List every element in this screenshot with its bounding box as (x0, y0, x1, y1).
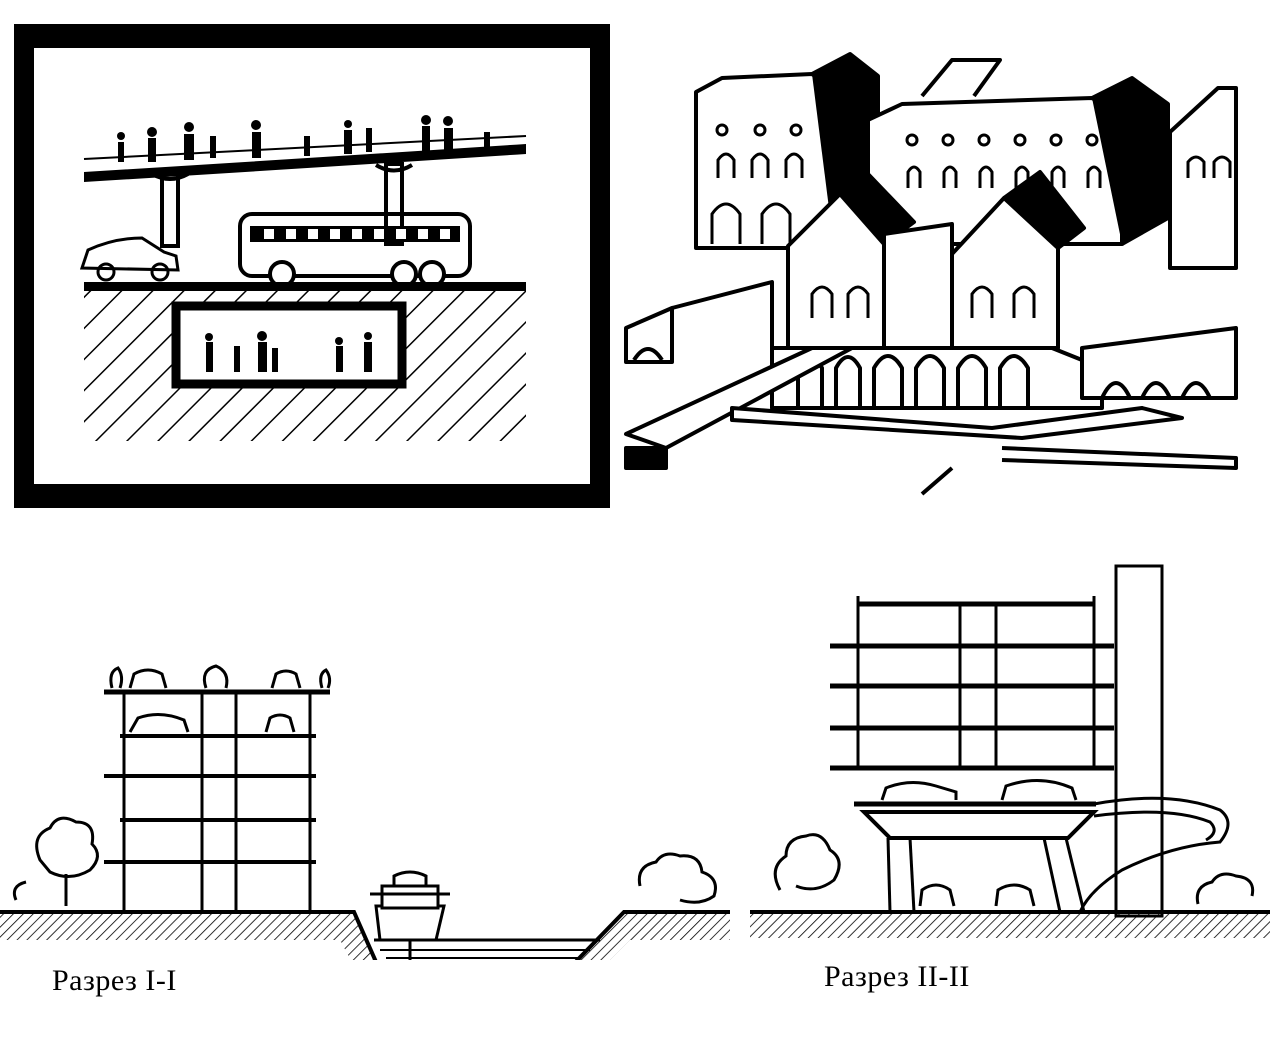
car-icon (79, 236, 180, 282)
pedestrian-deck (83, 135, 527, 248)
tree-left (773, 833, 841, 891)
ground-section-2 (750, 910, 1270, 938)
central-houses (786, 170, 1086, 350)
ground-cars (918, 883, 1036, 907)
building-left-wing (624, 280, 774, 364)
street-level (84, 282, 526, 291)
roof-cars (109, 664, 332, 733)
tree-right (637, 852, 717, 904)
street-slab (624, 346, 1238, 496)
section-2-caption: Разрез II-II (824, 960, 970, 993)
city-block-axonometry (624, 52, 1238, 496)
ground-and-canal (0, 910, 730, 960)
building-windows (710, 123, 1232, 318)
section-1-diagram (0, 664, 730, 960)
tree-right (1195, 872, 1255, 905)
bus-icon (238, 212, 472, 288)
underground-passage (171, 301, 407, 389)
tree-left (12, 816, 99, 906)
deck-pedestrians (117, 115, 490, 162)
parking-building (104, 689, 330, 910)
boat-icon (370, 870, 450, 960)
multilevel-transport-panel (14, 24, 610, 508)
section-1-caption: Разрез I-I (52, 964, 177, 997)
spiral-ramp (1078, 796, 1230, 913)
office-block (830, 596, 1114, 771)
parking-deck (854, 778, 1099, 913)
section-2-diagram (750, 564, 1270, 938)
building-right-wing (1080, 326, 1238, 400)
